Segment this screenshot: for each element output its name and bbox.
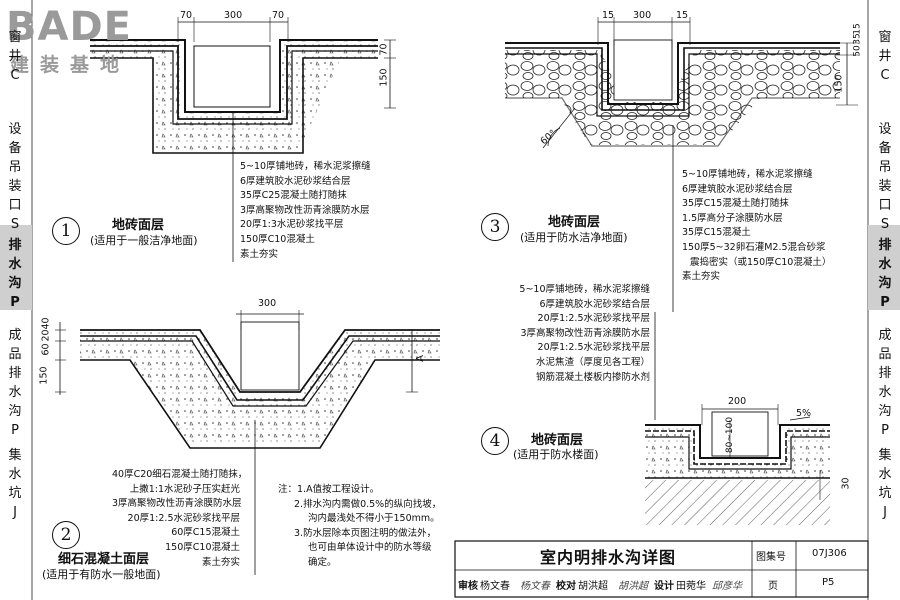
tb-page-label: 页 (768, 581, 778, 592)
d3-number: 3 (481, 213, 509, 241)
d2-title: 细石混凝土面层 (58, 552, 150, 567)
d4-dim-30: 30 (840, 477, 852, 490)
tb-signature-2: 胡洪超 (618, 581, 648, 592)
d1-title: 地砖面层 (112, 218, 165, 233)
tb-reviewer: 杨文春 (480, 581, 510, 592)
d3-dim-35: 35 (852, 33, 863, 45)
tb-designer: 田菀华 (676, 581, 706, 592)
d1-dim-70c: 70 (378, 43, 390, 56)
notes-block: 注：1.A值按工程设计。 2.排水沟内需做0.5%的纵向找坡， 沟内最浅处不得小… (278, 484, 442, 568)
atlas-number: 07J306 (812, 548, 847, 559)
d4-number: 4 (481, 427, 509, 455)
d4-dim-200: 200 (728, 396, 747, 407)
d1-dim-70b: 70 (272, 10, 285, 21)
d4-dim-depth: 80~100 (725, 416, 736, 454)
detail-4-drawing (645, 312, 830, 525)
d3-dim-15c: 15 (852, 23, 863, 35)
tb-signature-1: 杨文春 (520, 581, 550, 592)
d3-dim-150: 150 (833, 74, 845, 93)
detail-1-drawing (90, 17, 396, 262)
d3-dim-15a: 15 (602, 10, 615, 21)
d4-subtitle: (适用于防水楼面) (513, 448, 599, 461)
drawing-title: 室内明排水沟详图 (540, 548, 677, 567)
d3-dim-50: 50 (852, 45, 863, 57)
left-index-highlight (0, 225, 32, 310)
tb-page-number: P5 (822, 577, 835, 588)
d3-dim-15b: 15 (676, 10, 689, 21)
d2-dim-40: 40 (40, 317, 52, 330)
tb-checker: 胡洪超 (578, 581, 608, 592)
tb-check-label: 校对 (556, 581, 576, 592)
d1-subtitle: (适用于一般洁净地面) (90, 234, 198, 247)
tb-review-label: 审核 (458, 581, 478, 592)
d2-dim-a: A (414, 355, 426, 362)
d2-subtitle: (适用于有防水一般地面) (42, 568, 161, 581)
d2-number: 2 (52, 521, 80, 549)
d3-subtitle: (适用于防水洁净地面) (520, 231, 628, 244)
right-index-highlight (868, 225, 900, 310)
tb-signature-3: 邱彦华 (712, 581, 742, 592)
trench-1 (193, 45, 271, 108)
d1-number: 1 (52, 217, 80, 245)
d3-title: 地砖面层 (548, 215, 601, 230)
watermark-subtitle: 建装基地 (10, 54, 131, 76)
d4-title: 地砖面层 (531, 433, 584, 448)
d1-dim-150: 150 (378, 68, 390, 87)
watermark-logo: BADE (6, 4, 132, 50)
detail-2-drawing (55, 310, 440, 575)
d2-dim-20: 20 (40, 329, 52, 342)
title-block-frame (454, 540, 869, 598)
d2-dim-150: 150 (38, 366, 50, 385)
tb-design-label: 设计 (654, 581, 674, 592)
d2-dim-300: 300 (258, 298, 277, 309)
detail-3-drawing (505, 17, 858, 312)
d1-dim-70a: 70 (180, 10, 193, 21)
d2-dim-60: 60 (40, 343, 52, 356)
d4-slope: 5% (796, 408, 812, 419)
atlas-label: 图集号 (756, 552, 786, 563)
d1-dim-300: 300 (224, 10, 243, 21)
d3-dim-300: 300 (633, 10, 652, 21)
